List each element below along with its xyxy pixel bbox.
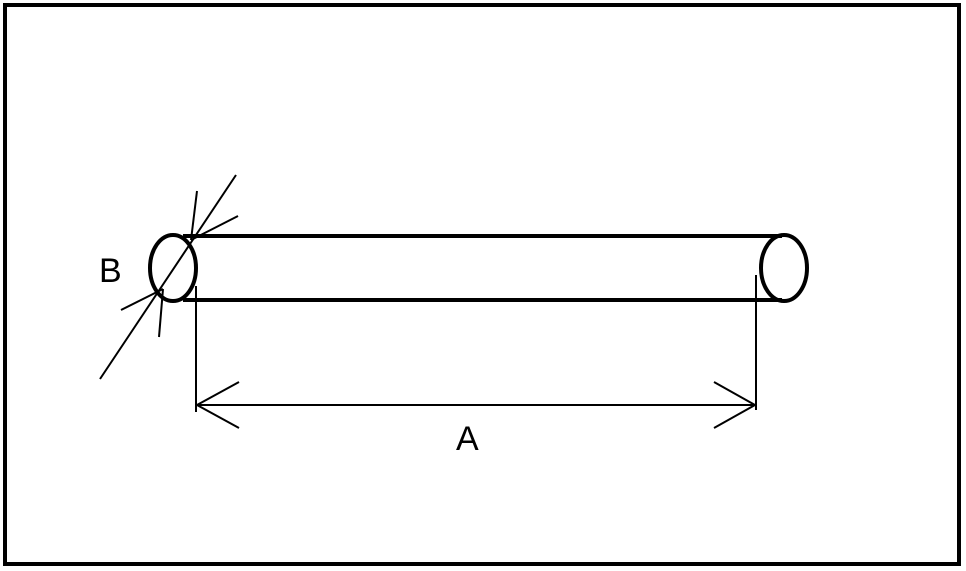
dimension-line-b (99, 174, 237, 380)
arrowhead-b-top-2 (190, 215, 239, 241)
arrowhead-b-top-1 (190, 190, 198, 241)
label-diameter: B (99, 252, 122, 290)
rod-right-end (759, 233, 809, 303)
arrowhead-b-bottom-1 (120, 288, 164, 311)
arrowhead-left (194, 381, 240, 429)
outer-frame (3, 3, 961, 566)
rod (148, 233, 809, 303)
label-length: A (456, 420, 479, 458)
arrowhead-b-bottom-2 (158, 288, 164, 338)
length-dimension (194, 275, 758, 429)
rod-left-end (148, 233, 198, 303)
arrowhead-right (713, 381, 758, 429)
diameter-dimension (99, 174, 239, 380)
